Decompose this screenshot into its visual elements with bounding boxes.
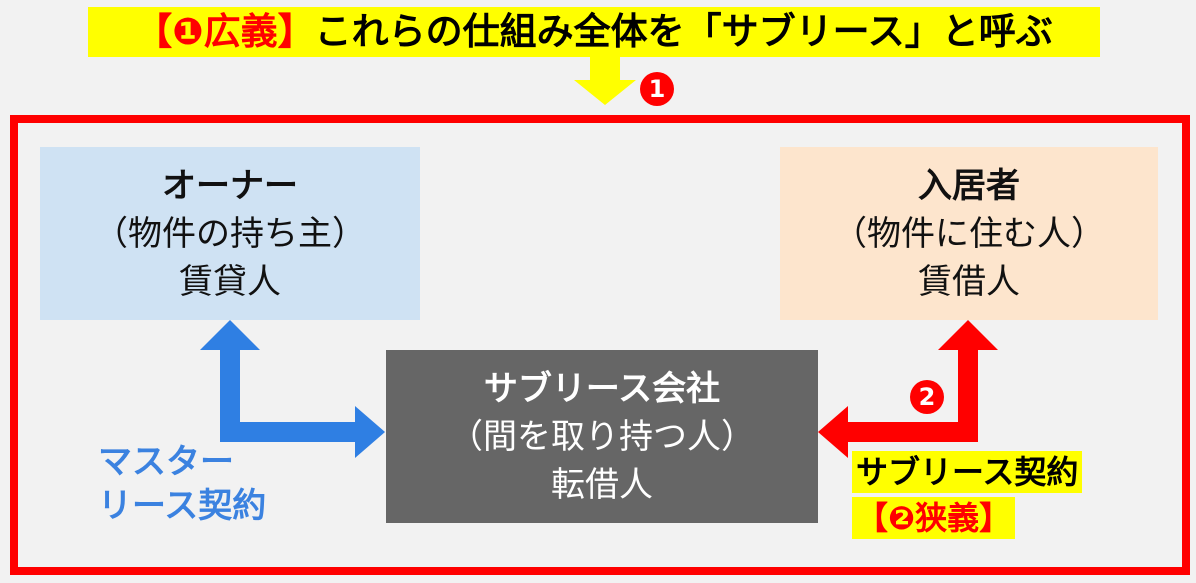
sublease-subtitle: （間を取り持つ人） [449,416,755,457]
sublease-role: 転借人 [551,464,653,505]
master-lease-line2: リース契約 [98,486,267,526]
title-banner: 【❶広義】これらの仕組み全体を「サブリース」と呼ぶ [88,7,1100,57]
banner-prefix: 【❶広義】 [135,10,315,53]
yellow-down-arrow [574,57,636,105]
owner-role: 賃貸人 [179,261,281,302]
tenant-role: 賃借人 [918,261,1020,302]
sublease-company-box: サブリース会社 （間を取り持つ人） 転借人 [386,350,818,523]
owner-subtitle: （物件の持ち主） [94,213,366,254]
marker-2-badge: 2 [910,380,944,414]
blue-up-arrowhead [200,320,260,350]
master-lease-line1: マスター [98,442,234,482]
red-left-arrowhead [818,406,848,458]
sublease-contract-label: サブリース契約 [852,451,1083,493]
sublease-title: サブリース会社 [483,368,721,409]
blue-right-arrowhead [355,406,385,458]
tenant-title: 入居者 [918,165,1020,206]
master-lease-label: マスター リース契約 [98,440,266,528]
owner-box: オーナー （物件の持ち主） 賃貸人 [40,147,420,320]
owner-title: オーナー [162,165,298,206]
marker-1-badge: 1 [640,72,674,106]
master-lease-connector [220,345,360,442]
narrow-definition-label: 【❷狭義】 [852,497,1016,539]
tenant-subtitle: （物件に住む人） [833,213,1105,254]
red-up-arrowhead [938,320,998,350]
banner-text: これらの仕組み全体を「サブリース」と呼ぶ [314,10,1053,53]
sublease-connector [845,345,978,442]
sublease-scope-frame [10,115,1190,575]
tenant-box: 入居者 （物件に住む人） 賃借人 [780,147,1158,320]
